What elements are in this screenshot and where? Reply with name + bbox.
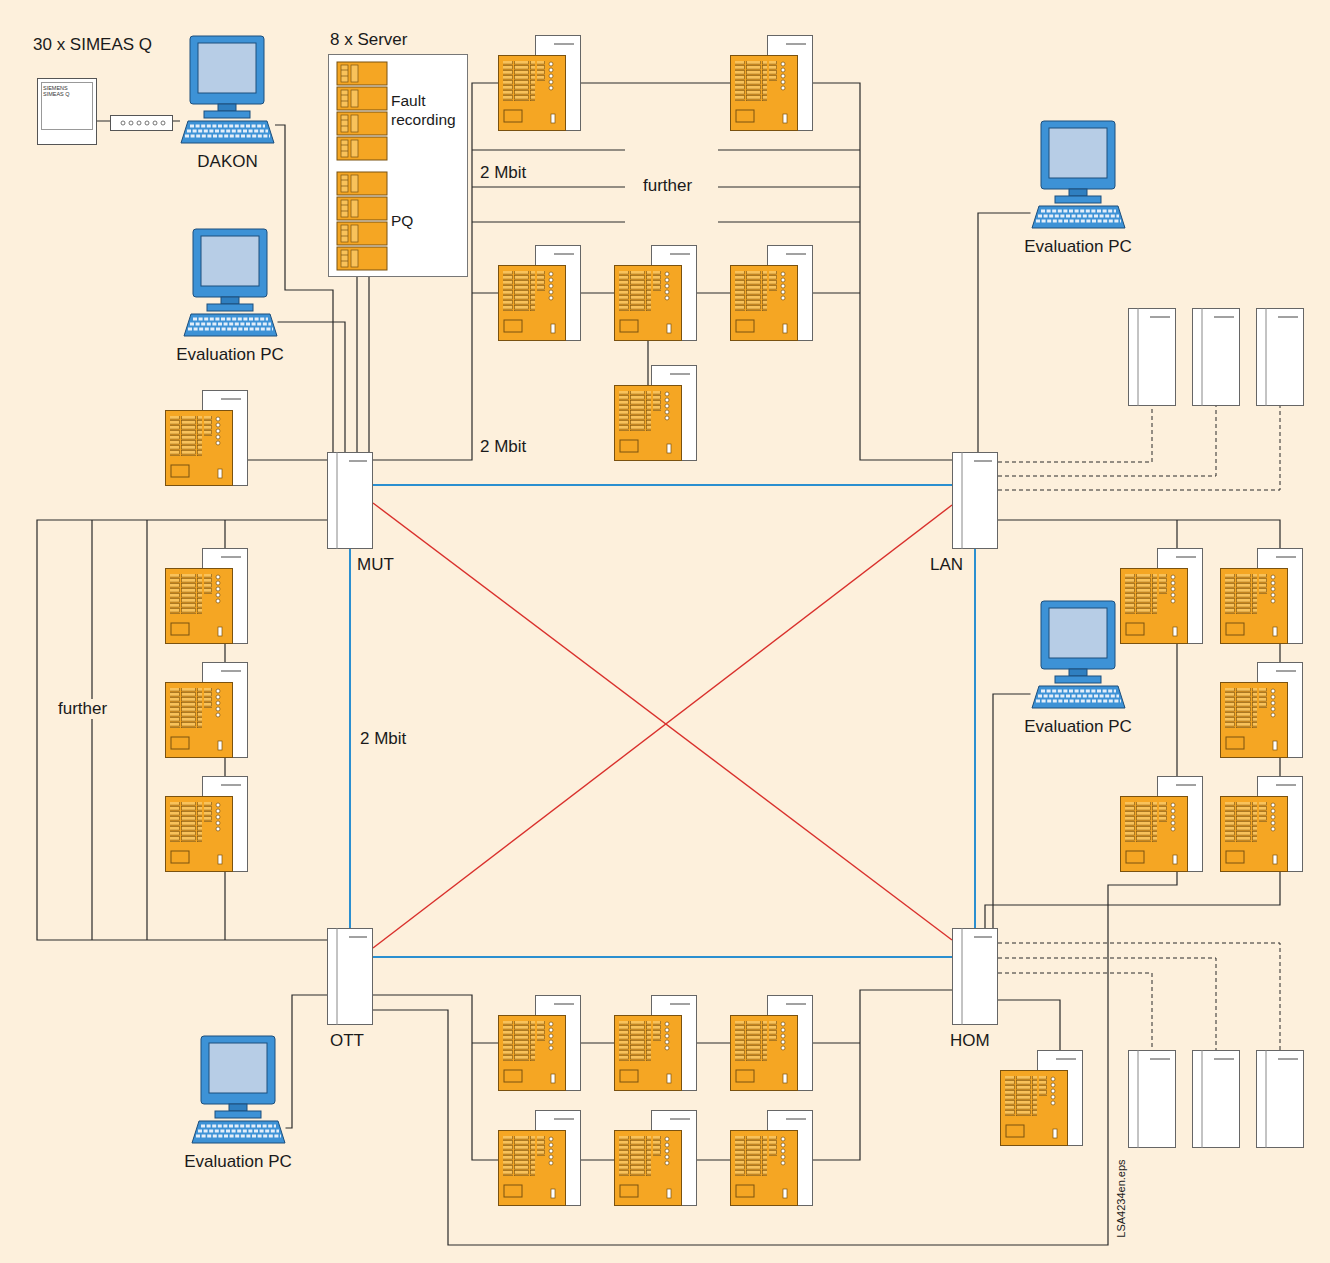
computer-node: Evaluation PC (1015, 600, 1141, 737)
network-link (278, 322, 346, 452)
link-label: further (56, 699, 109, 719)
device-brand-text: SIEMENS SIMEAS Q (43, 85, 85, 98)
dashed-wire (998, 406, 1280, 490)
computer-node: Evaluation PC (175, 1035, 301, 1172)
wire (372, 520, 1280, 1245)
server-group: Fault recording (333, 58, 463, 164)
modem-leds (121, 121, 165, 125)
network-link (368, 273, 369, 452)
link-label: 2 Mbit (478, 437, 528, 457)
switch-label: OTT (330, 1031, 364, 1051)
server-group: PQ (333, 169, 463, 273)
pc-icon (1031, 120, 1126, 232)
wire (472, 150, 860, 222)
fault-recorders (166, 36, 1303, 1206)
wires (37, 83, 1280, 1245)
pc-icon (180, 35, 275, 147)
switch-box (327, 452, 373, 549)
spare-units (1129, 308, 1304, 1148)
switch-label: MUT (357, 555, 394, 575)
switch-box (952, 928, 998, 1025)
computer-label: Evaluation PC (175, 1152, 301, 1172)
network-link (978, 213, 1031, 452)
link-label: further (641, 176, 694, 196)
modem (111, 116, 173, 131)
network-switch: LAN (952, 452, 998, 549)
network-link (974, 549, 976, 928)
computer-label: Evaluation PC (162, 345, 298, 365)
pc-icon (1031, 600, 1126, 712)
rack-heading: 8 x Server (328, 30, 468, 50)
pc-icon-holder (191, 1035, 286, 1147)
server-group-label: Fault recording (391, 92, 461, 129)
switch-label: LAN (930, 555, 963, 575)
pc-icon-holder (1031, 600, 1126, 712)
computer-label: Evaluation PC (1015, 717, 1141, 737)
server-group-label: PQ (391, 212, 413, 231)
file-reference: LSA4234en.eps (1115, 1157, 1128, 1239)
pc-icon (191, 1035, 286, 1147)
wire (37, 520, 327, 940)
server-rack: 8 x ServerFault recordingPQ (328, 30, 468, 277)
server-units (336, 61, 388, 161)
switch-label: HOM (950, 1031, 990, 1051)
computer-node: Evaluation PC (162, 228, 298, 365)
computer-node: Evaluation PC (1015, 120, 1141, 257)
link-label: 2 Mbit (478, 163, 528, 183)
pc-icon-holder (183, 228, 278, 340)
computer-label: Evaluation PC (1015, 237, 1141, 257)
dashed-wire (998, 943, 1280, 1050)
network-switch: OTT (327, 928, 373, 1025)
switch-box (952, 452, 998, 549)
computer-node: DAKON (167, 35, 288, 172)
network-switch: HOM (952, 928, 998, 1025)
network-link (275, 125, 333, 452)
server-units-holder (336, 171, 388, 271)
network-link (373, 503, 952, 940)
pc-icon (183, 228, 278, 340)
network-link (373, 484, 952, 486)
pc-icon-holder (1031, 120, 1126, 232)
power-quality-recorder: 30 x SIMEAS Q SIEMENS SIMEAS Q (33, 35, 183, 147)
server-units-holder (336, 61, 388, 161)
link-label: 2 Mbit (358, 729, 408, 749)
network-switch: MUT (327, 452, 373, 549)
computer-label: DAKON (167, 152, 288, 172)
network-link (373, 956, 952, 958)
device-count-label: 30 x SIMEAS Q (33, 35, 183, 55)
pc-icon-holder (180, 35, 275, 147)
network-link (373, 505, 952, 948)
switch-box (327, 928, 373, 1025)
network-link (349, 549, 351, 928)
simeas-device: SIEMENS SIMEAS Q (37, 78, 97, 145)
network-link (286, 995, 328, 1128)
server-units (336, 171, 388, 271)
